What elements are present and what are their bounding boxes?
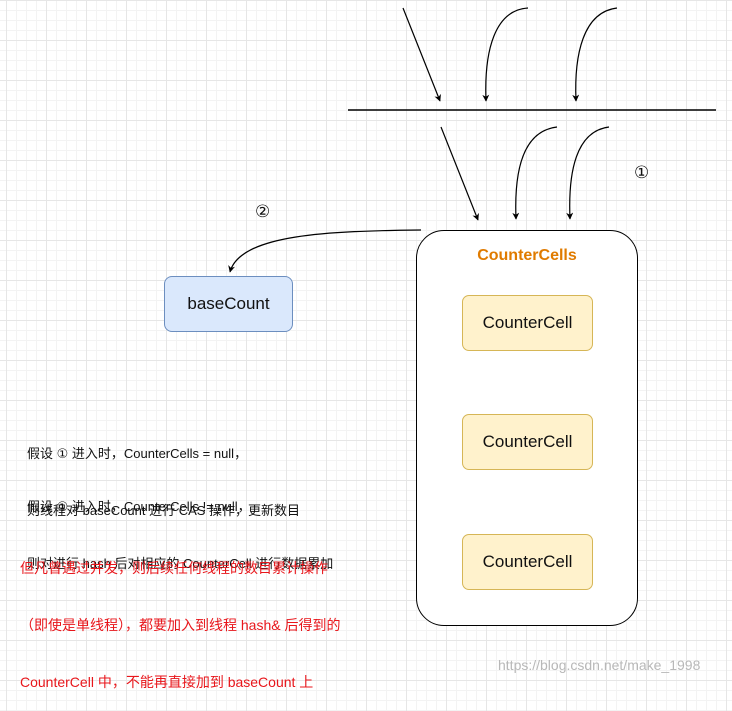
incoming-arrow-curved-top-2 xyxy=(572,7,618,102)
base-count-box: baseCount xyxy=(164,276,293,332)
note-line: 假设 ① 进入时，CounterCells = null， xyxy=(27,446,248,461)
warning-line: CounterCell 中，不能再直接加到 baseCount 上 xyxy=(20,674,314,690)
incoming-arrow-curved-bottom-2 xyxy=(566,126,610,220)
incoming-arrow-curved-top-1 xyxy=(482,7,529,102)
watermark: https://blog.csdn.net/make_1998 xyxy=(498,657,701,673)
arrows-layer xyxy=(228,7,716,273)
note-line: 则对进行 hash 后对相应的 CounterCell 进行数据累加 xyxy=(27,556,334,571)
incoming-arrow-straight-bottom xyxy=(440,126,479,221)
note-cells-not-null: 假设 ① 进入时，CounterCells != null， 则对进行 hash… xyxy=(27,459,333,592)
note-cells-null: 假设 ① 进入时，CounterCells = null， 则线程对 baseC… xyxy=(27,406,300,539)
warning-line: （即使是单线程），都要加入到线程 hash& 后得到的 xyxy=(20,617,341,633)
counter-cell-2: CounterCell xyxy=(462,414,593,470)
counter-cell-label: CounterCell xyxy=(482,313,573,332)
counter-cells-title: CounterCells xyxy=(477,247,577,264)
marker-one: ① xyxy=(634,163,650,182)
note-line: 则线程对 baseCount 进行 CAS 操作，更新数目 xyxy=(27,503,301,518)
counter-cell-3: CounterCell xyxy=(462,534,593,590)
warning-line: 但凡曾遇过并发，则后续任何线程的数目累计操作 xyxy=(20,560,328,576)
marker-two: ② xyxy=(255,202,271,221)
note-line: 假设 ① 进入时，CounterCells != null， xyxy=(27,499,251,514)
counter-cell-1: CounterCell xyxy=(462,295,593,351)
incoming-arrow-straight-top xyxy=(402,7,441,102)
arrow-to-base-count xyxy=(228,229,422,273)
base-count-label: baseCount xyxy=(187,294,270,313)
counter-cell-label: CounterCell xyxy=(482,552,573,571)
note-concurrency-warning: 但凡曾遇过并发，则后续任何线程的数目累计操作 （即使是单线程），都要加入到线程 … xyxy=(20,521,340,711)
incoming-arrow-curved-bottom-1 xyxy=(512,126,558,220)
counter-cell-label: CounterCell xyxy=(482,432,573,451)
